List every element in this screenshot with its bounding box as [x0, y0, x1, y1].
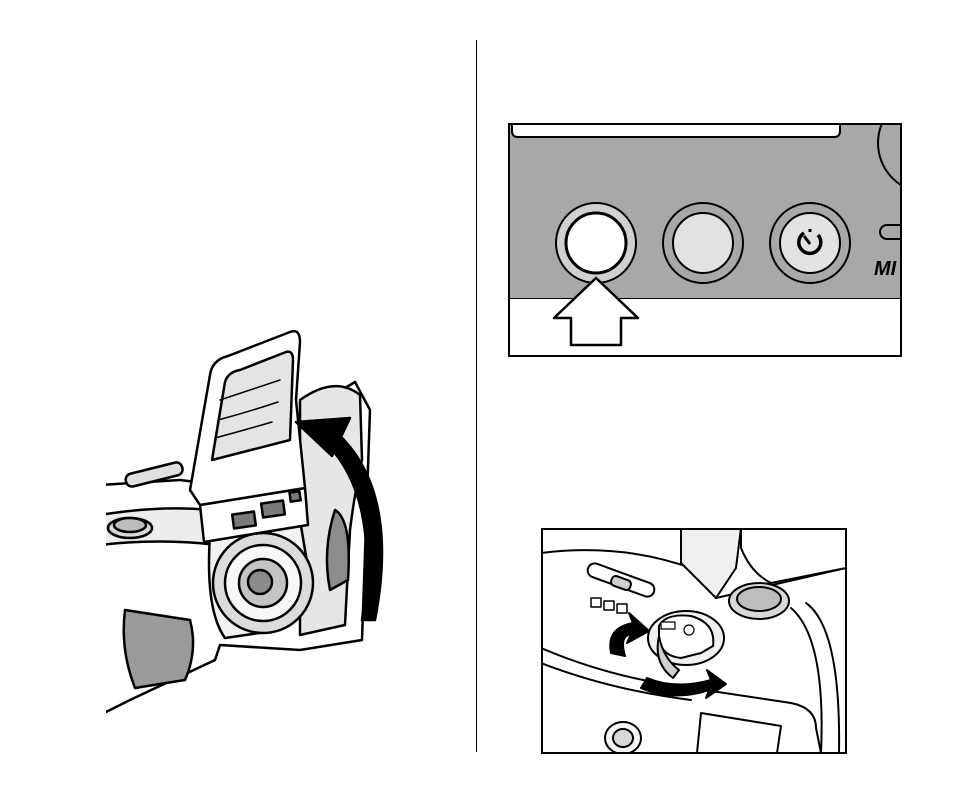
page-divider — [476, 40, 477, 752]
camera-flash-illustration — [100, 320, 440, 720]
second-button — [663, 203, 743, 283]
mode-label: MI — [874, 258, 897, 280]
flash-button — [556, 203, 636, 283]
camera-dial-illustration — [541, 528, 847, 754]
button-panel-illustration: MI — [508, 123, 902, 357]
self-timer-button — [770, 203, 850, 283]
